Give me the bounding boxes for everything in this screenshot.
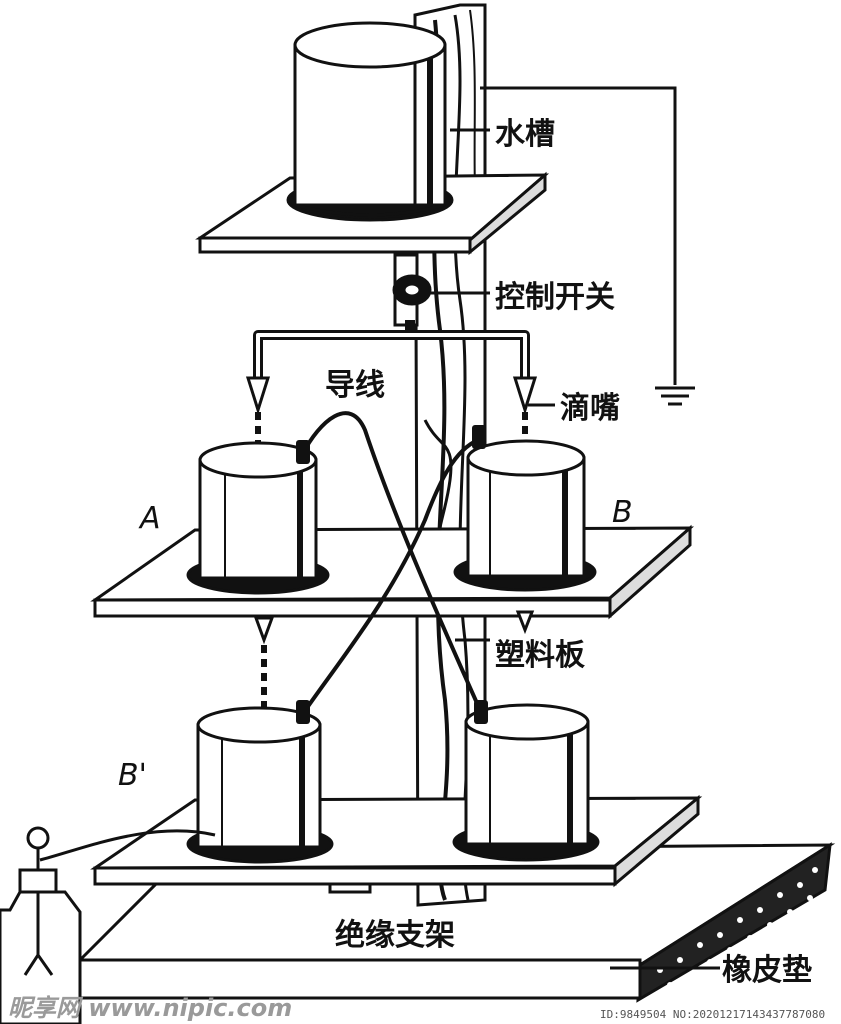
- can-lower-left: [186, 706, 334, 864]
- label-insulating-stand: 绝缘支架: [335, 918, 455, 953]
- rubber-mat-dots: [657, 867, 818, 988]
- drip-lower-right: [515, 610, 535, 635]
- label-nozzle: 滴嘴: [560, 391, 620, 426]
- letter-a: A: [138, 501, 161, 536]
- middle-plastic-board: [90, 524, 695, 620]
- letter-b-prime: B': [118, 758, 147, 793]
- lower-board: [90, 794, 703, 894]
- ground-wire: [480, 86, 695, 406]
- water-pipes-inner: [256, 333, 527, 380]
- label-rubber-mat: 橡皮垫: [722, 953, 812, 988]
- label-wire: 导线: [325, 368, 385, 403]
- can-lower-right: [452, 703, 600, 862]
- label-plastic-board: 塑料板: [495, 638, 585, 673]
- cross-wires: [300, 411, 482, 717]
- label-water-tank: 水槽: [495, 117, 555, 152]
- top-board: [195, 171, 550, 256]
- leader-lines: [420, 128, 720, 970]
- wire-clips: [296, 425, 488, 724]
- label-control-switch: 控制开关: [495, 280, 615, 315]
- can-a: [186, 441, 330, 595]
- can-b: [453, 439, 597, 592]
- electroscope: [0, 826, 216, 1024]
- watermark-logo: 昵享网 www.nipic.com: [8, 994, 292, 1022]
- watermark-id: ID:9849504 NO:20201217143437787080: [600, 1008, 825, 1021]
- water-tank: [286, 21, 454, 222]
- drip-lower: [253, 616, 275, 712]
- letter-b: B: [612, 495, 633, 530]
